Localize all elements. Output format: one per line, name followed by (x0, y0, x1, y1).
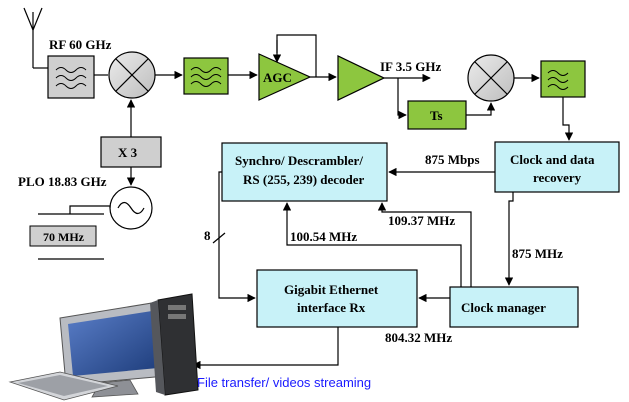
svg-text:X 3: X 3 (118, 145, 138, 160)
multiplier-x3-block: X 3 (100, 136, 162, 168)
svg-text:Clock and data: Clock and data (510, 152, 595, 167)
gigabit-ethernet-rx-block: Gigabit Ethernet interface Rx (256, 269, 418, 328)
rf-frequency-label: RF 60 GHz (49, 37, 112, 52)
svg-text:70 MHz: 70 MHz (43, 230, 85, 244)
bandpass-filter-icon (47, 55, 95, 99)
if-frequency-label: IF 3.5 GHz (380, 59, 441, 74)
clock-804-label: 804.32 MHz (385, 330, 452, 345)
lowpass-filter-icon (540, 60, 586, 98)
bandpass-filter-icon (183, 57, 229, 95)
synchro-descrambler-decoder-block: Synchro/ Descrambler/ RS (255, 239) deco… (221, 142, 388, 202)
svg-text:Ts: Ts (430, 108, 443, 123)
oscillator-icon (109, 186, 153, 230)
clock-100-label: 100.54 MHz (290, 229, 357, 244)
clock-109-label: 109.37 MHz (388, 213, 455, 228)
svg-text:AGC: AGC (263, 70, 292, 85)
computer-icon (8, 293, 199, 401)
clock-875-label: 875 MHz (512, 246, 563, 261)
svg-text:recovery: recovery (533, 170, 582, 185)
svg-text:Clock manager: Clock manager (461, 300, 546, 315)
ts-delay-block: Ts (407, 100, 467, 130)
agc-amplifier: AGC (258, 34, 317, 101)
plo-frequency-label: PLO 18.83 GHz (18, 174, 107, 189)
file-transfer-caption: File transfer/ videos streaming (197, 375, 371, 390)
svg-text:RS (255, 239) decoder: RS (255, 239) decoder (243, 172, 365, 187)
bus-width-label: 8 (204, 228, 211, 243)
svg-text:interface Rx: interface Rx (297, 300, 366, 315)
mixer-icon (467, 54, 515, 102)
svg-text:Synchro/ Descrambler/: Synchro/ Descrambler/ (235, 153, 363, 168)
data-rate-label: 875 Mbps (425, 152, 480, 167)
mixer-icon (108, 51, 156, 99)
crystal-icon: 70 MHz (29, 205, 111, 260)
svg-text:Gigabit Ethernet: Gigabit Ethernet (284, 282, 379, 297)
clock-manager-block: Clock manager (449, 286, 579, 328)
clock-data-recovery-block: Clock and data recovery (494, 141, 620, 193)
antenna-icon (23, 7, 48, 69)
amplifier-icon (337, 55, 386, 101)
